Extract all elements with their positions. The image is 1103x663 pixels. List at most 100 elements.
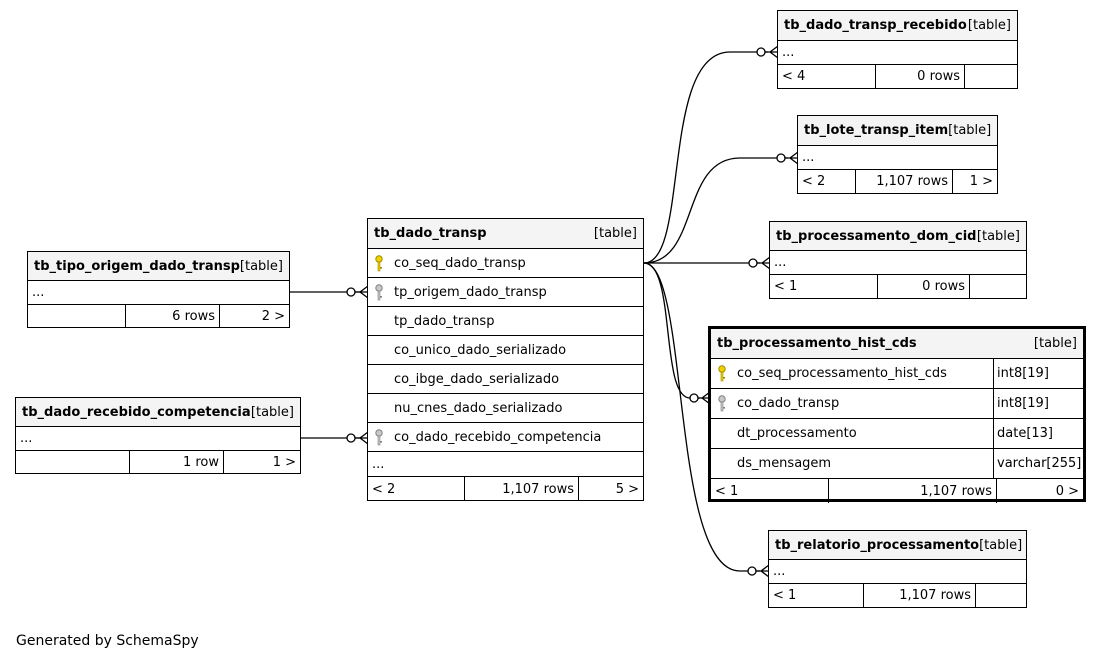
table-tb-lote-transp-item[interactable]: tb_lote_transp_item [table] ... < 2 1,10… <box>797 115 998 194</box>
ellipsis-row: ... <box>770 251 1026 275</box>
relationship-line-relatorio-processamento <box>643 262 760 572</box>
parents-count: 1 > <box>969 174 993 189</box>
children-count <box>16 451 130 473</box>
column-name: tp_origem_dado_transp <box>394 284 547 300</box>
crows-foot-relatorio-processamento <box>747 564 770 578</box>
table-name: tb_processamento_hist_cds <box>717 336 917 351</box>
column-name: ds_mensagem <box>737 456 832 471</box>
table-footer: < 4 0 rows <box>778 65 1017 88</box>
ellipsis-row: ... <box>798 146 997 170</box>
ellipsis-row: ... <box>368 452 643 477</box>
foreign-key-icon <box>368 283 390 301</box>
table-header: tb_processamento_hist_cds [table] <box>711 329 1083 359</box>
column-name: co_dado_transp <box>737 396 840 411</box>
table-tb-relatorio-processamento[interactable]: tb_relatorio_processamento [table] ... <… <box>768 530 1027 608</box>
table-type: [table] <box>979 537 1023 553</box>
column-row: tp_dado_transp <box>368 307 643 336</box>
column-row: nu_cnes_dado_serializado <box>368 394 643 423</box>
column-name: nu_cnes_dado_serializado <box>394 400 563 416</box>
ellipsis-row: ... <box>769 560 1026 584</box>
table-type: [table] <box>250 404 294 420</box>
table-name: tb_relatorio_processamento <box>775 537 980 553</box>
row-count: 0 rows <box>876 65 965 88</box>
table-name: tb_dado_transp <box>374 226 487 241</box>
children-count: < 1 <box>770 275 878 298</box>
column-row: ds_mensagem varchar[255] <box>711 449 1083 479</box>
row-count: 1,107 rows <box>829 479 997 503</box>
table-footer: < 1 1,107 rows <box>769 584 1026 607</box>
crows-foot-tipo-origem <box>346 285 369 299</box>
table-header: tb_tipo_origem_dado_transp [table] <box>28 252 289 281</box>
ellipsis-row: ... <box>778 41 1017 65</box>
table-footer: 6 rows 2 > <box>28 305 289 327</box>
table-footer: < 1 0 rows <box>770 275 1026 298</box>
column-type: varchar[255] <box>993 449 1083 478</box>
crows-foot-processamento-hist-cds <box>689 391 711 405</box>
table-name: tb_dado_recebido_competencia <box>22 404 251 420</box>
table-name: tb_lote_transp_item <box>804 123 949 138</box>
primary-key-icon <box>368 254 390 272</box>
children-count: < 1 <box>711 479 829 503</box>
foreign-key-icon <box>711 395 733 412</box>
column-type: int8[19] <box>993 389 1083 418</box>
crows-foot-lote-transp-item <box>776 151 799 165</box>
relationship-line-lote-transp-item <box>643 157 788 264</box>
column-type: date[13] <box>993 419 1083 448</box>
primary-key-icon <box>711 365 733 382</box>
table-type: [table] <box>593 226 637 241</box>
table-header: tb_dado_transp [table] <box>368 219 643 249</box>
table-header: tb_processamento_dom_cid [table] <box>770 222 1026 251</box>
table-type: [table] <box>1033 336 1077 351</box>
table-tb-processamento-hist-cds[interactable]: tb_processamento_hist_cds [table] co_seq… <box>708 326 1086 503</box>
column-row: co_unico_dado_serializado <box>368 336 643 365</box>
table-tb-dado-transp-recebido[interactable]: tb_dado_transp_recebido [table] ... < 4 … <box>777 10 1018 89</box>
table-name: tb_processamento_dom_cid <box>776 228 977 244</box>
crows-foot-processamento-dom-cid <box>748 256 771 270</box>
crows-foot-transp-recebido <box>756 45 779 59</box>
parents-count <box>965 65 1017 88</box>
table-footer: < 2 1,107 rows 5 > <box>368 477 643 501</box>
table-type: [table] <box>967 18 1011 33</box>
table-header: tb_dado_recebido_competencia [table] <box>16 398 300 427</box>
ellipsis-row: ... <box>28 281 289 305</box>
column-row: co_dado_recebido_competencia <box>368 423 643 452</box>
table-type: [table] <box>976 228 1020 244</box>
column-row: dt_processamento date[13] <box>711 419 1083 449</box>
table-tb-tipo-origem-dado-transp[interactable]: tb_tipo_origem_dado_transp [table] ... 6… <box>27 251 290 328</box>
ellipsis-row: ... <box>16 427 300 451</box>
table-name: tb_dado_transp_recebido <box>784 18 967 33</box>
row-count: 1,107 rows <box>864 584 976 607</box>
column-name: co_unico_dado_serializado <box>394 342 567 358</box>
table-tb-dado-recebido-competencia[interactable]: tb_dado_recebido_competencia [table] ...… <box>15 397 301 474</box>
column-row: co_dado_transp int8[19] <box>711 389 1083 419</box>
relationship-line-transp-recebido <box>643 51 768 264</box>
column-type: int8[19] <box>993 359 1083 388</box>
children-count: < 1 <box>769 584 864 607</box>
parents-count: 0 > <box>1055 483 1079 499</box>
column-name: dt_processamento <box>737 426 857 441</box>
row-count: 0 rows <box>878 275 970 298</box>
generated-by-label: Generated by SchemaSpy <box>16 633 199 649</box>
table-type: [table] <box>948 123 992 138</box>
row-count: 1 row <box>130 451 224 473</box>
table-tb-processamento-dom-cid[interactable]: tb_processamento_dom_cid [table] ... < 1… <box>769 221 1027 299</box>
column-name: co_seq_processamento_hist_cds <box>737 366 947 381</box>
table-footer: < 2 1,107 rows 1 > <box>798 170 997 193</box>
children-count <box>28 305 126 327</box>
table-tb-dado-transp[interactable]: tb_dado_transp [table] co_seq_dado_trans… <box>367 218 644 501</box>
row-count: 1,107 rows <box>856 170 953 193</box>
column-name: co_seq_dado_transp <box>394 255 526 271</box>
parents-count: 1 > <box>272 454 296 470</box>
column-row: co_ibge_dado_serializado <box>368 365 643 394</box>
children-count: < 2 <box>798 170 856 193</box>
table-type: [table] <box>239 258 283 274</box>
parents-count <box>976 584 1026 607</box>
row-count: 1,107 rows <box>465 477 579 501</box>
table-header: tb_dado_transp_recebido [table] <box>778 11 1017 41</box>
table-header: tb_lote_transp_item [table] <box>798 116 997 146</box>
children-count: < 2 <box>368 477 465 501</box>
column-row: co_seq_processamento_hist_cds int8[19] <box>711 359 1083 389</box>
table-name: tb_tipo_origem_dado_transp <box>34 258 240 274</box>
table-footer: < 1 1,107 rows 0 > <box>711 479 1083 503</box>
